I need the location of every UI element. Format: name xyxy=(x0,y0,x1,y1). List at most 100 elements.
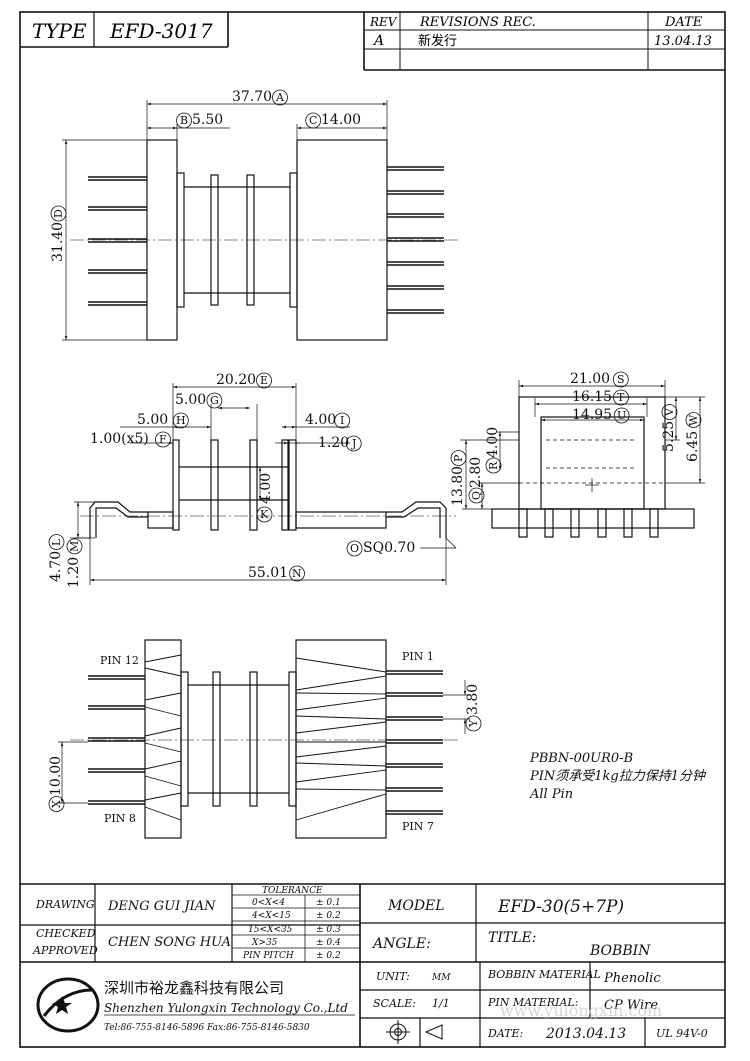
dim-pin-sq: SQ0.70 xyxy=(363,540,415,556)
dim-right: 4.00 xyxy=(305,412,336,428)
approved-label: APPROVED xyxy=(32,944,98,957)
projection-symbol-icon xyxy=(386,1020,443,1044)
tol-range-1: 4<X<15 xyxy=(251,911,291,921)
scale-label: SCALE: xyxy=(373,997,416,1010)
dim-total-length-tag: N xyxy=(292,567,302,580)
dim-pin-sq-tag: O xyxy=(350,542,359,555)
tolerance-title: TOLERANCE xyxy=(262,886,323,896)
dimension-tag-circle xyxy=(172,412,189,429)
type-label: TYPE xyxy=(32,19,87,43)
dimension-tag-circle xyxy=(613,407,630,424)
tol-range-2: 15<X<35 xyxy=(248,925,293,935)
dim-end-inner2: 14.95 xyxy=(572,407,612,423)
tol-val-2: ± 0.3 xyxy=(316,925,341,935)
pin-material-label: PIN MATERIAL: xyxy=(487,996,578,1009)
dim-total-length: 55.01 xyxy=(248,565,288,581)
dim-end-width: 21.00 xyxy=(570,371,610,387)
dimension-tag-circle xyxy=(66,538,83,555)
tol-range-0: 0<X<4 xyxy=(252,898,285,908)
end-view-dimensions: 21.00 S 16.15 T 14.95 U 5.25 V 6.45 W 13… xyxy=(450,371,702,506)
scale-value: 1/1 xyxy=(432,997,450,1010)
title-block xyxy=(20,883,725,1047)
bottom-view-labels: PIN 12 PIN 1 PIN 8 PIN 7 Y 3.80 X 10.00 xyxy=(48,650,482,833)
title-label: TITLE: xyxy=(488,930,536,946)
dim-left-flange: 5.50 xyxy=(192,112,223,128)
dimension-tag-circle xyxy=(256,372,272,389)
dim-left-flange-tag: B xyxy=(180,114,188,127)
model-value: EFD-30(5+7P) xyxy=(497,897,624,917)
tol-val-3: ± 0.4 xyxy=(316,938,341,948)
dim-pin-pitch-tag: Y xyxy=(467,719,480,728)
dimension-tag-circle xyxy=(346,540,363,557)
dim-left: 5.00 xyxy=(137,412,168,428)
bobbin-material-label: BOBBIN MATERIAL xyxy=(487,968,601,981)
dimension-tag-circle xyxy=(485,457,502,474)
dim-end-h4-tag: R xyxy=(487,461,500,470)
dim-end-width-tag: S xyxy=(617,373,625,386)
company-logo xyxy=(36,977,100,1033)
watermark: www.yulongxin.com xyxy=(500,1001,662,1020)
dimension-tag-circle xyxy=(256,506,273,523)
revision-note: 新发行 xyxy=(418,33,457,49)
dimension-tag-circle xyxy=(272,89,288,106)
dim-end-h1-tag: V xyxy=(663,407,676,417)
revisions-label: REVISIONS REC. xyxy=(419,15,536,30)
dim-span: 20.20 xyxy=(216,372,256,388)
pin-7-label: PIN 7 xyxy=(402,820,434,833)
dimension-tag-circle xyxy=(289,565,305,582)
company-en: Shenzhen Yulongxin Technology Co.,Ltd xyxy=(104,1001,348,1015)
dimension-tag-circle xyxy=(305,112,322,129)
top-view-dimensions: 37.70 A B 5.50 C 14.00 31.40 D xyxy=(50,89,361,262)
dim-end-h1: 5.25 xyxy=(661,421,677,452)
title-block-text: DRAWING DENG GUI JIAN CHECKED APPROVED C… xyxy=(32,886,708,1042)
dim-pin-height-tag: L xyxy=(50,538,63,546)
dim-end-inner1: 16.15 xyxy=(572,389,612,405)
rev-label: REV xyxy=(369,15,398,29)
bobbin-material-value: Phenolic xyxy=(603,971,661,986)
dimension-tag-circle xyxy=(206,392,223,409)
approved-value: CHEN SONG HUA xyxy=(108,935,231,950)
dim-core: 4.00 xyxy=(258,473,274,504)
dim-left-tag: H xyxy=(176,414,186,427)
dim-overall-width-tag: A xyxy=(275,91,285,104)
dim-pin-height: 4.70 xyxy=(48,551,64,582)
company-cn: 深圳市裕龙鑫科技有限公司 xyxy=(104,979,284,997)
tol-val-1: ± 0.2 xyxy=(316,911,341,921)
pin-12-label: PIN 12 xyxy=(100,654,139,667)
tol-range-4: PIN PITCH xyxy=(242,951,294,961)
notes: PBBN-00UR0-B PIN须承受1kg拉力保持1分钟 All Pin xyxy=(529,751,707,802)
dim-end-total-h-tag: P xyxy=(452,454,465,462)
dimension-tag-circle xyxy=(345,435,362,452)
dim-end-total-h: 13.80 xyxy=(450,466,466,506)
side-view xyxy=(70,383,457,585)
dim-end-h4: 4.00 xyxy=(485,427,501,458)
rev-value: A xyxy=(372,33,384,49)
revision-date: 13.04.13 xyxy=(654,34,712,49)
date-value: 2013.04.13 xyxy=(545,1026,626,1042)
dim-fin-thk: 1.20 xyxy=(318,435,349,451)
dim-end-h3: 2.80 xyxy=(468,457,484,488)
note-line-3: All Pin xyxy=(529,787,573,802)
drawing-frame xyxy=(19,11,726,1048)
dim-right-flange-tag: C xyxy=(309,114,317,127)
bottom-view xyxy=(58,639,470,839)
note-line-2: PIN须承受1kg拉力保持1分钟 xyxy=(529,768,707,784)
dimension-tag-circle xyxy=(612,371,629,388)
drawing-label: DRAWING xyxy=(35,898,95,911)
dimension-tag-circle xyxy=(450,450,467,466)
title-value: BOBBIN xyxy=(589,943,651,959)
model-label: MODEL xyxy=(387,898,445,914)
revisions-table: REV REVISIONS REC. DATE A 新发行 13.04.13 xyxy=(363,12,725,71)
dim-end-h3-tag: Q xyxy=(470,491,483,500)
checked-label: CHECKED xyxy=(36,927,96,940)
dim-flange-thk: 1.00(x5) xyxy=(90,431,149,447)
dim-pin-step-tag: M xyxy=(68,541,81,552)
dimension-tag-circle xyxy=(176,112,192,129)
dim-fin-thk-tag: J xyxy=(351,437,356,450)
dim-end-inner2-tag: U xyxy=(617,409,626,422)
dim-right-tag: I xyxy=(340,414,344,427)
note-line-1: PBBN-00UR0-B xyxy=(529,751,633,766)
dimension-tag-circle xyxy=(48,534,65,550)
dim-span-bottom: 10.00 xyxy=(48,756,64,796)
